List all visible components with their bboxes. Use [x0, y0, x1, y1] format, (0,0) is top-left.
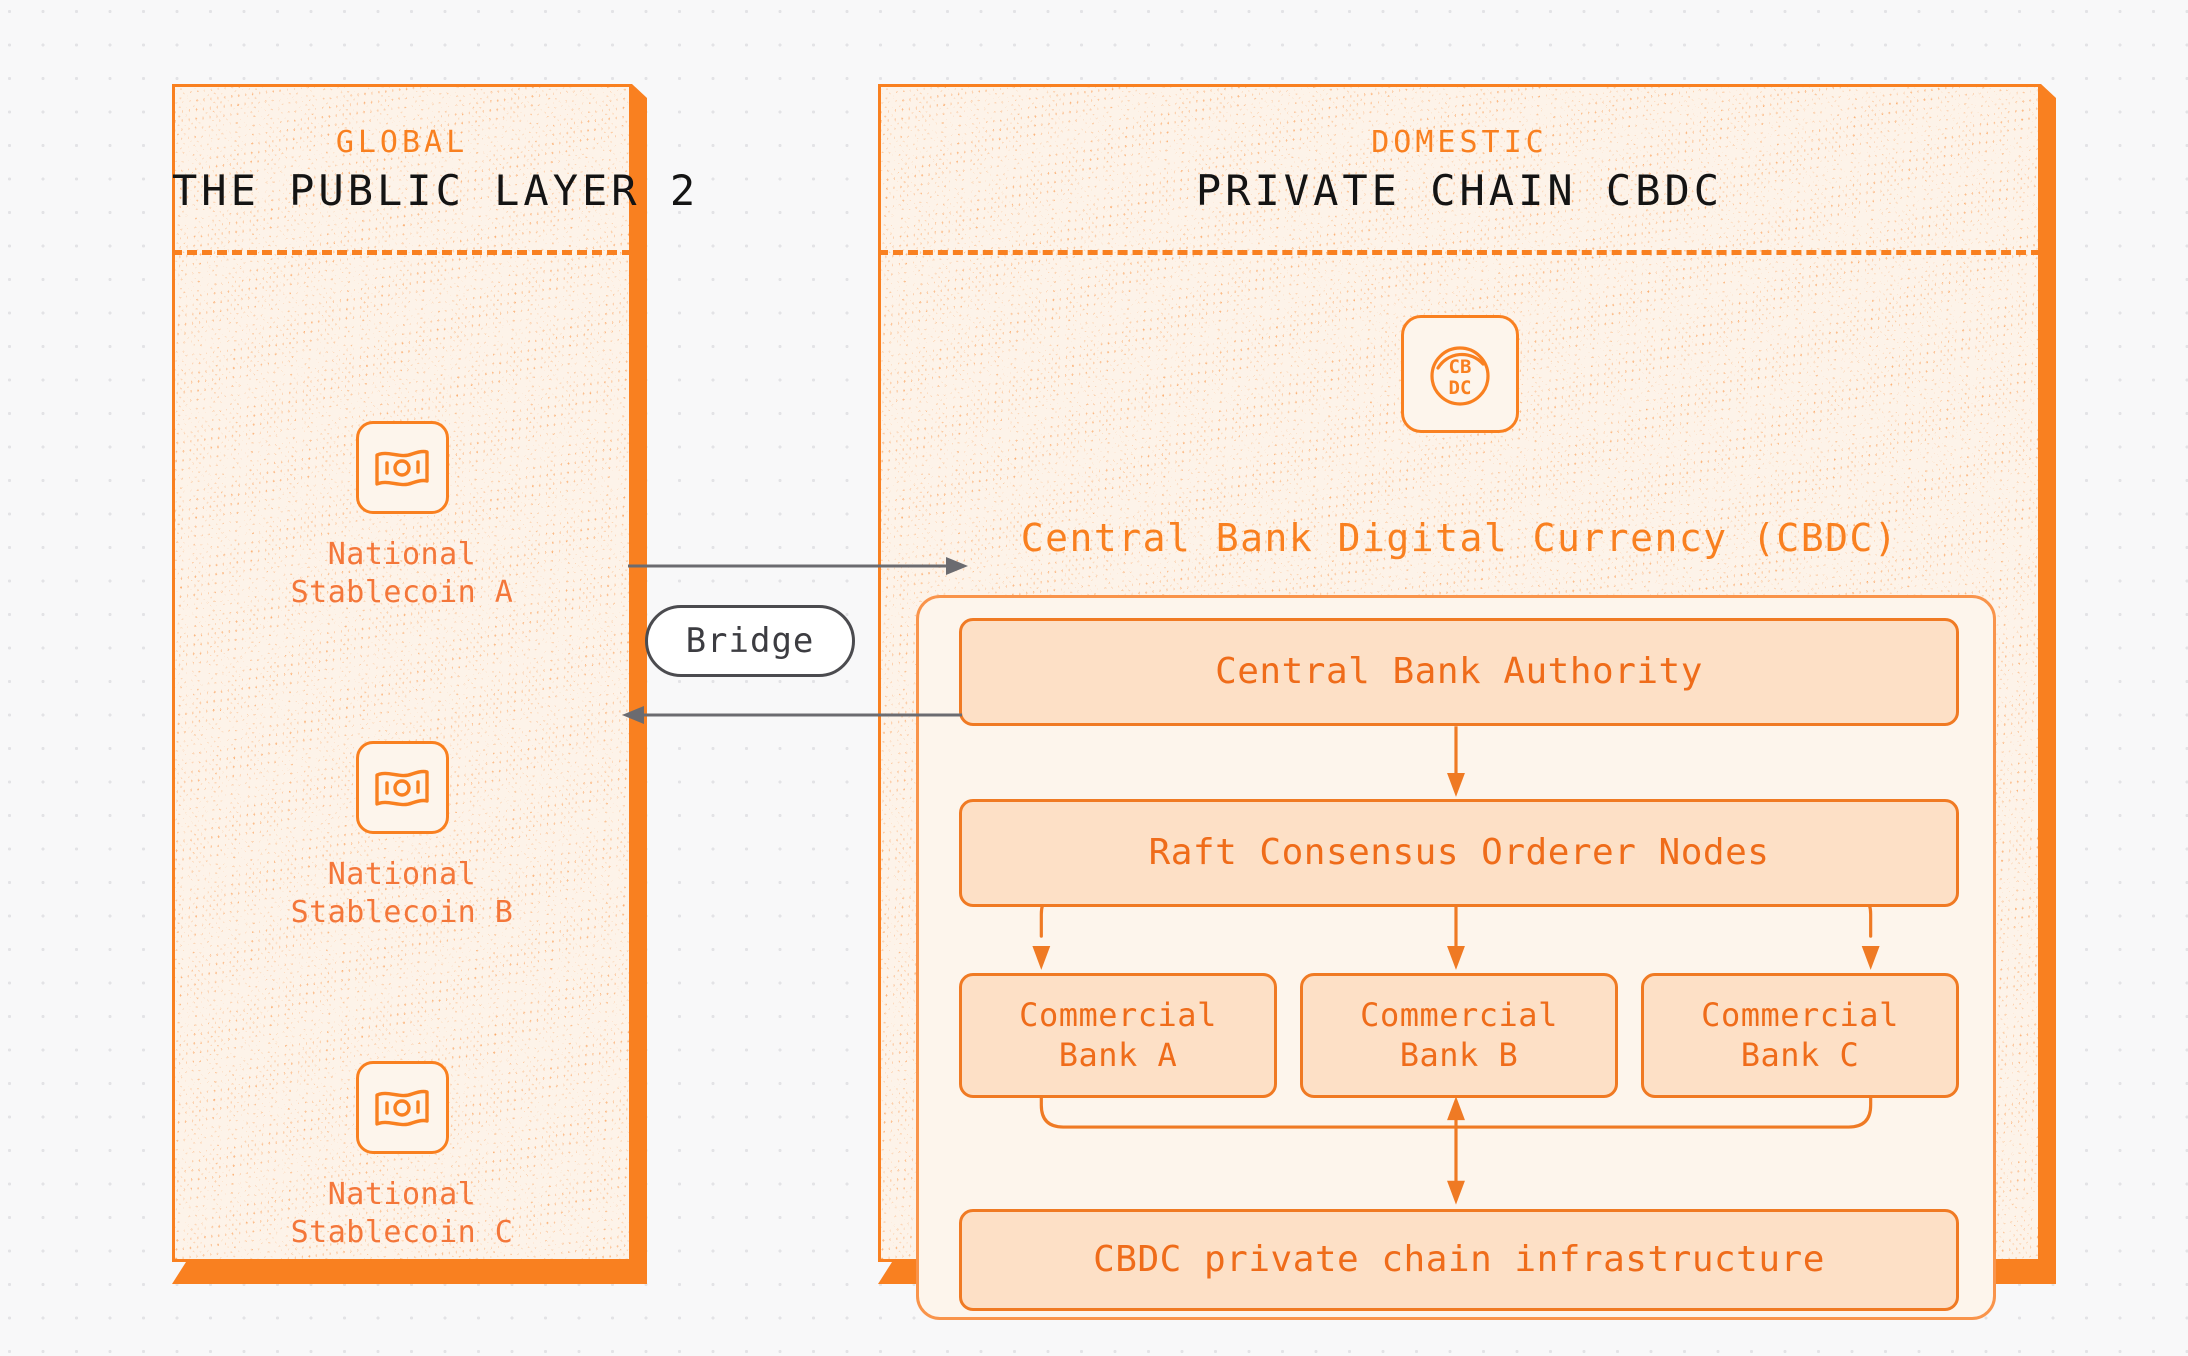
global-panel-header: GLOBAL THE PUBLIC LAYER 2: [172, 125, 700, 218]
domestic-header-divider: [878, 250, 2041, 255]
cbdc-icon-text-bottom: DC: [1449, 377, 1472, 399]
panel-base-extrusion: [172, 1262, 647, 1284]
stablecoin-a-item[interactable]: National Stablecoin A: [172, 421, 632, 613]
cbdc-inner-container: Central Bank Authority Raft Consensus Or…: [916, 595, 1996, 1320]
bridge-node[interactable]: Bridge: [645, 605, 855, 677]
stablecoin-c-item[interactable]: National Stablecoin C: [172, 1061, 632, 1253]
cbdc-caption: Central Bank Digital Currency (CBDC): [1020, 516, 1899, 560]
domestic-headline: PRIVATE CHAIN CBDC: [1195, 166, 1724, 215]
banknote-icon: [375, 1089, 429, 1126]
cbdc-coin-icon: CB DC: [1430, 346, 1490, 406]
stablecoin-b-label: National Stablecoin B: [290, 857, 514, 931]
node-raft-consensus-orderer[interactable]: Raft Consensus Orderer Nodes: [959, 799, 1959, 907]
banknote-icon: [375, 449, 429, 486]
arrow-down-icon: [1032, 946, 1051, 970]
arrow-up-icon: [1447, 1096, 1465, 1121]
global-public-layer-panel: GLOBAL THE PUBLIC LAYER 2 National Stabl…: [172, 84, 700, 1284]
node-commercial-bank-c[interactable]: Commercial Bank C: [1641, 973, 1959, 1098]
node-cbdc-private-chain-infrastructure[interactable]: CBDC private chain infrastructure: [959, 1209, 1959, 1311]
domestic-panel-header: DOMESTIC PRIVATE CHAIN CBDC: [878, 126, 2041, 218]
stablecoin-a-label: National Stablecoin A: [290, 537, 514, 611]
node-commercial-bank-a[interactable]: Commercial Bank A: [959, 973, 1277, 1098]
global-kicker: GLOBAL: [335, 125, 469, 160]
global-headline: THE PUBLIC LAYER 2: [172, 166, 700, 215]
node-commercial-bank-b[interactable]: Commercial Bank B: [1300, 973, 1618, 1098]
bridge-arrow-left-icon: [622, 706, 644, 724]
panel-side-extrusion: [632, 84, 647, 1262]
cbdc-icon-tile[interactable]: CB DC: [1401, 315, 1519, 433]
arrow-down-icon: [1447, 946, 1465, 970]
node-central-bank-authority[interactable]: Central Bank Authority: [959, 618, 1959, 726]
stablecoin-c-label: National Stablecoin C: [290, 1177, 514, 1251]
panel-content: DOMESTIC PRIVATE CHAIN CBDC CB DC Centra…: [878, 84, 2041, 1320]
arrow-down-icon: [1447, 1180, 1465, 1205]
bridge-arrow-right-icon: [946, 557, 968, 575]
banknote-icon-tile: [355, 741, 449, 834]
domestic-private-chain-panel: DOMESTIC PRIVATE CHAIN CBDC CB DC Centra…: [878, 84, 2056, 1320]
stablecoin-b-item[interactable]: National Stablecoin B: [172, 741, 632, 933]
global-header-divider: [172, 250, 632, 255]
bridge-connectors: [622, 557, 968, 724]
banknote-icon-tile: [355, 1061, 449, 1154]
bridge-label: Bridge: [685, 621, 815, 661]
banknote-icon-tile: [355, 421, 449, 514]
panel-side-extrusion: [2041, 84, 2056, 1262]
domestic-kicker: DOMESTIC: [1371, 125, 1548, 160]
arrow-down-icon: [1861, 946, 1880, 970]
arrow-down-icon: [1447, 773, 1465, 797]
banknote-icon: [375, 769, 429, 806]
cbdc-icon-text-top: CB: [1449, 356, 1472, 378]
panel-content: GLOBAL THE PUBLIC LAYER 2 National Stabl…: [172, 84, 700, 1262]
